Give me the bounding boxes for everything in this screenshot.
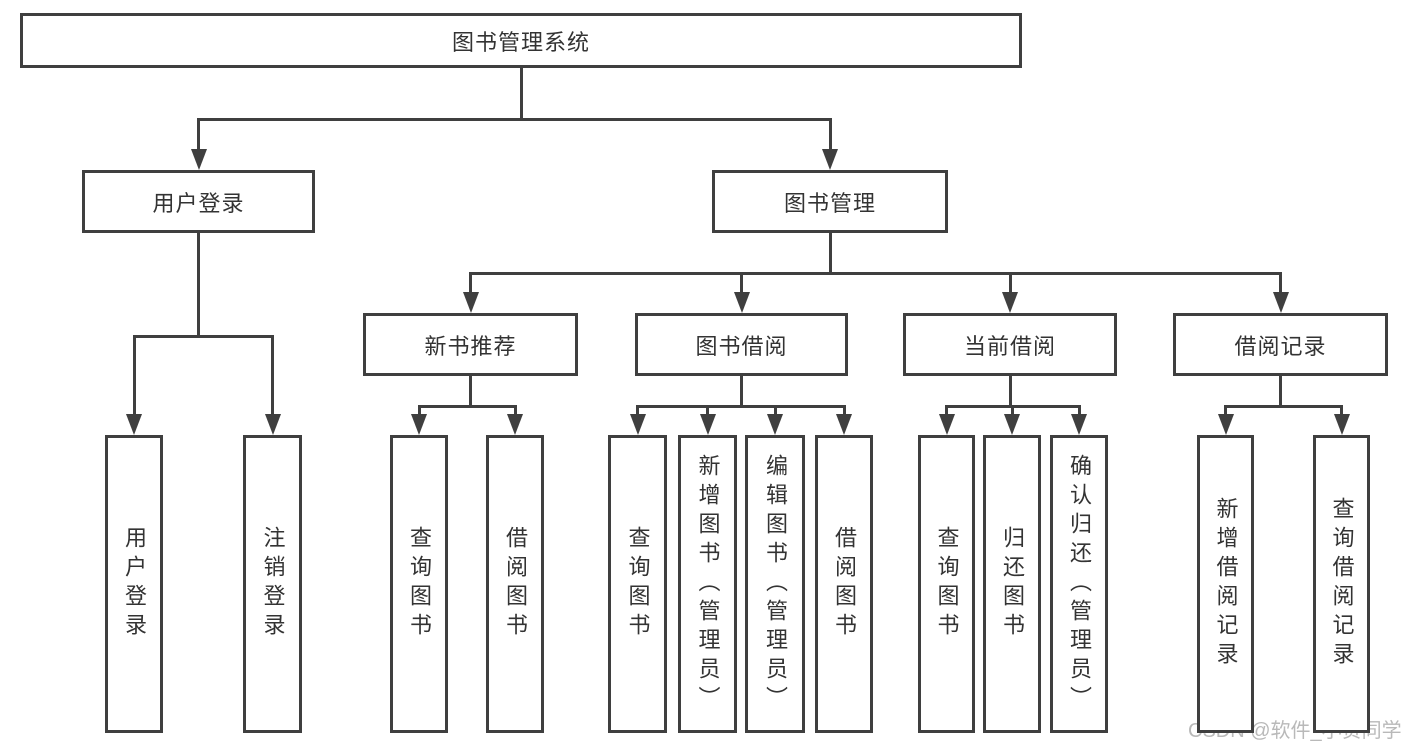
connector-stem — [469, 376, 472, 408]
connector-drop — [945, 405, 948, 417]
node-label: 借阅图书 — [503, 526, 528, 642]
connector-stem — [740, 376, 743, 408]
connector-drop — [1279, 272, 1282, 295]
connector-drop — [842, 405, 846, 417]
node-cb-query-book: 查询图书 — [918, 435, 975, 733]
node-br-add-record: 新增借阅记录 — [1197, 435, 1254, 733]
connector-drop — [1008, 272, 1012, 295]
node-bb-add-book: 新增图书（管理员） — [678, 435, 737, 733]
connector-drop — [271, 335, 274, 417]
connector-branch — [417, 405, 517, 408]
node-root: 图书管理系统 — [20, 13, 1022, 68]
connector-drop — [828, 118, 832, 152]
connector-drop — [1340, 405, 1343, 417]
connector-stem — [197, 233, 200, 338]
arrow-down-icon — [938, 414, 955, 435]
arrow-down-icon — [507, 414, 523, 435]
arrow-down-icon — [1071, 414, 1087, 435]
arrow-down-icon — [190, 149, 207, 170]
node-login-action: 用户登录 — [105, 435, 163, 733]
node-logout-action: 注销登录 — [243, 435, 302, 733]
node-label: 编辑图书（管理员） — [763, 453, 788, 715]
arrow-down-icon — [264, 414, 281, 435]
node-borrow-records: 借阅记录 — [1173, 313, 1388, 376]
node-label: 注销登录 — [260, 526, 286, 642]
node-label: 借阅图书 — [832, 526, 857, 642]
connector-drop — [636, 405, 639, 417]
node-cb-confirm-return: 确认归还（管理员） — [1050, 435, 1108, 733]
node-label: 新增图书（管理员） — [695, 453, 721, 715]
node-bb-edit-book: 编辑图书（管理员） — [745, 435, 805, 733]
arrow-down-icon — [629, 414, 646, 435]
node-label: 查询借阅记录 — [1329, 497, 1355, 671]
node-label: 用户登录 — [122, 526, 147, 642]
node-book-borrow: 图书借阅 — [635, 313, 848, 376]
arrow-down-icon — [462, 292, 479, 313]
node-user-login: 用户登录 — [82, 170, 315, 233]
connector-drop — [1077, 405, 1081, 417]
connector-drop — [469, 272, 472, 295]
arrow-down-icon — [836, 414, 852, 435]
connector-branch — [636, 405, 846, 408]
arrow-down-icon — [767, 414, 783, 435]
connector-drop — [513, 405, 517, 417]
node-label: 查询图书 — [625, 526, 651, 642]
connector-branch — [469, 272, 1282, 275]
node-label: 用户登录 — [152, 190, 245, 216]
connector-drop — [132, 335, 136, 417]
node-label: 查询图书 — [934, 526, 960, 642]
node-book-mgmt: 图书管理 — [712, 170, 948, 233]
node-label: 图书管理系统 — [451, 29, 590, 55]
connector-stem — [519, 68, 523, 121]
node-rec-query-book: 查询图书 — [390, 435, 448, 733]
node-label: 当前借阅 — [963, 333, 1056, 359]
arrow-down-icon — [126, 414, 142, 435]
connector-branch — [132, 335, 274, 338]
node-label: 确认归还（管理员） — [1067, 453, 1092, 715]
connector-drop — [706, 405, 709, 417]
arrow-down-icon — [1333, 414, 1350, 435]
node-rec-borrow-book: 借阅图书 — [486, 435, 544, 733]
node-label: 借阅记录 — [1234, 333, 1327, 359]
node-label: 图书借阅 — [695, 333, 788, 359]
node-label: 图书管理 — [783, 190, 876, 216]
arrow-down-icon — [1004, 414, 1020, 435]
connector-stem — [828, 233, 832, 275]
node-new-book-rec: 新书推荐 — [363, 313, 578, 376]
arrow-down-icon — [1217, 414, 1234, 435]
connector-stem — [1279, 376, 1282, 408]
arrow-down-icon — [822, 149, 838, 170]
node-current-borrow: 当前借阅 — [903, 313, 1117, 376]
connector-stem — [1008, 376, 1012, 408]
arrow-down-icon — [733, 292, 750, 313]
node-label: 查询图书 — [407, 526, 432, 642]
node-br-query-record: 查询借阅记录 — [1313, 435, 1370, 733]
arrow-down-icon — [1272, 292, 1289, 313]
node-cb-return-book: 归还图书 — [983, 435, 1041, 733]
connector-drop — [1010, 405, 1014, 417]
arrow-down-icon — [699, 414, 716, 435]
connector-branch — [1224, 405, 1343, 408]
node-label: 新增借阅记录 — [1213, 497, 1239, 671]
node-label: 新书推荐 — [424, 333, 517, 359]
connector-drop — [197, 118, 200, 152]
connector-branch — [197, 118, 832, 121]
connector-drop — [773, 405, 777, 417]
node-bb-borrow-book: 借阅图书 — [815, 435, 873, 733]
arrow-down-icon — [1002, 292, 1018, 313]
arrow-down-icon — [411, 414, 427, 435]
node-bb-query-book: 查询图书 — [608, 435, 667, 733]
connector-drop — [740, 272, 743, 295]
connector-drop — [1224, 405, 1227, 417]
node-label: 归还图书 — [1000, 526, 1025, 642]
connector-drop — [417, 405, 421, 417]
